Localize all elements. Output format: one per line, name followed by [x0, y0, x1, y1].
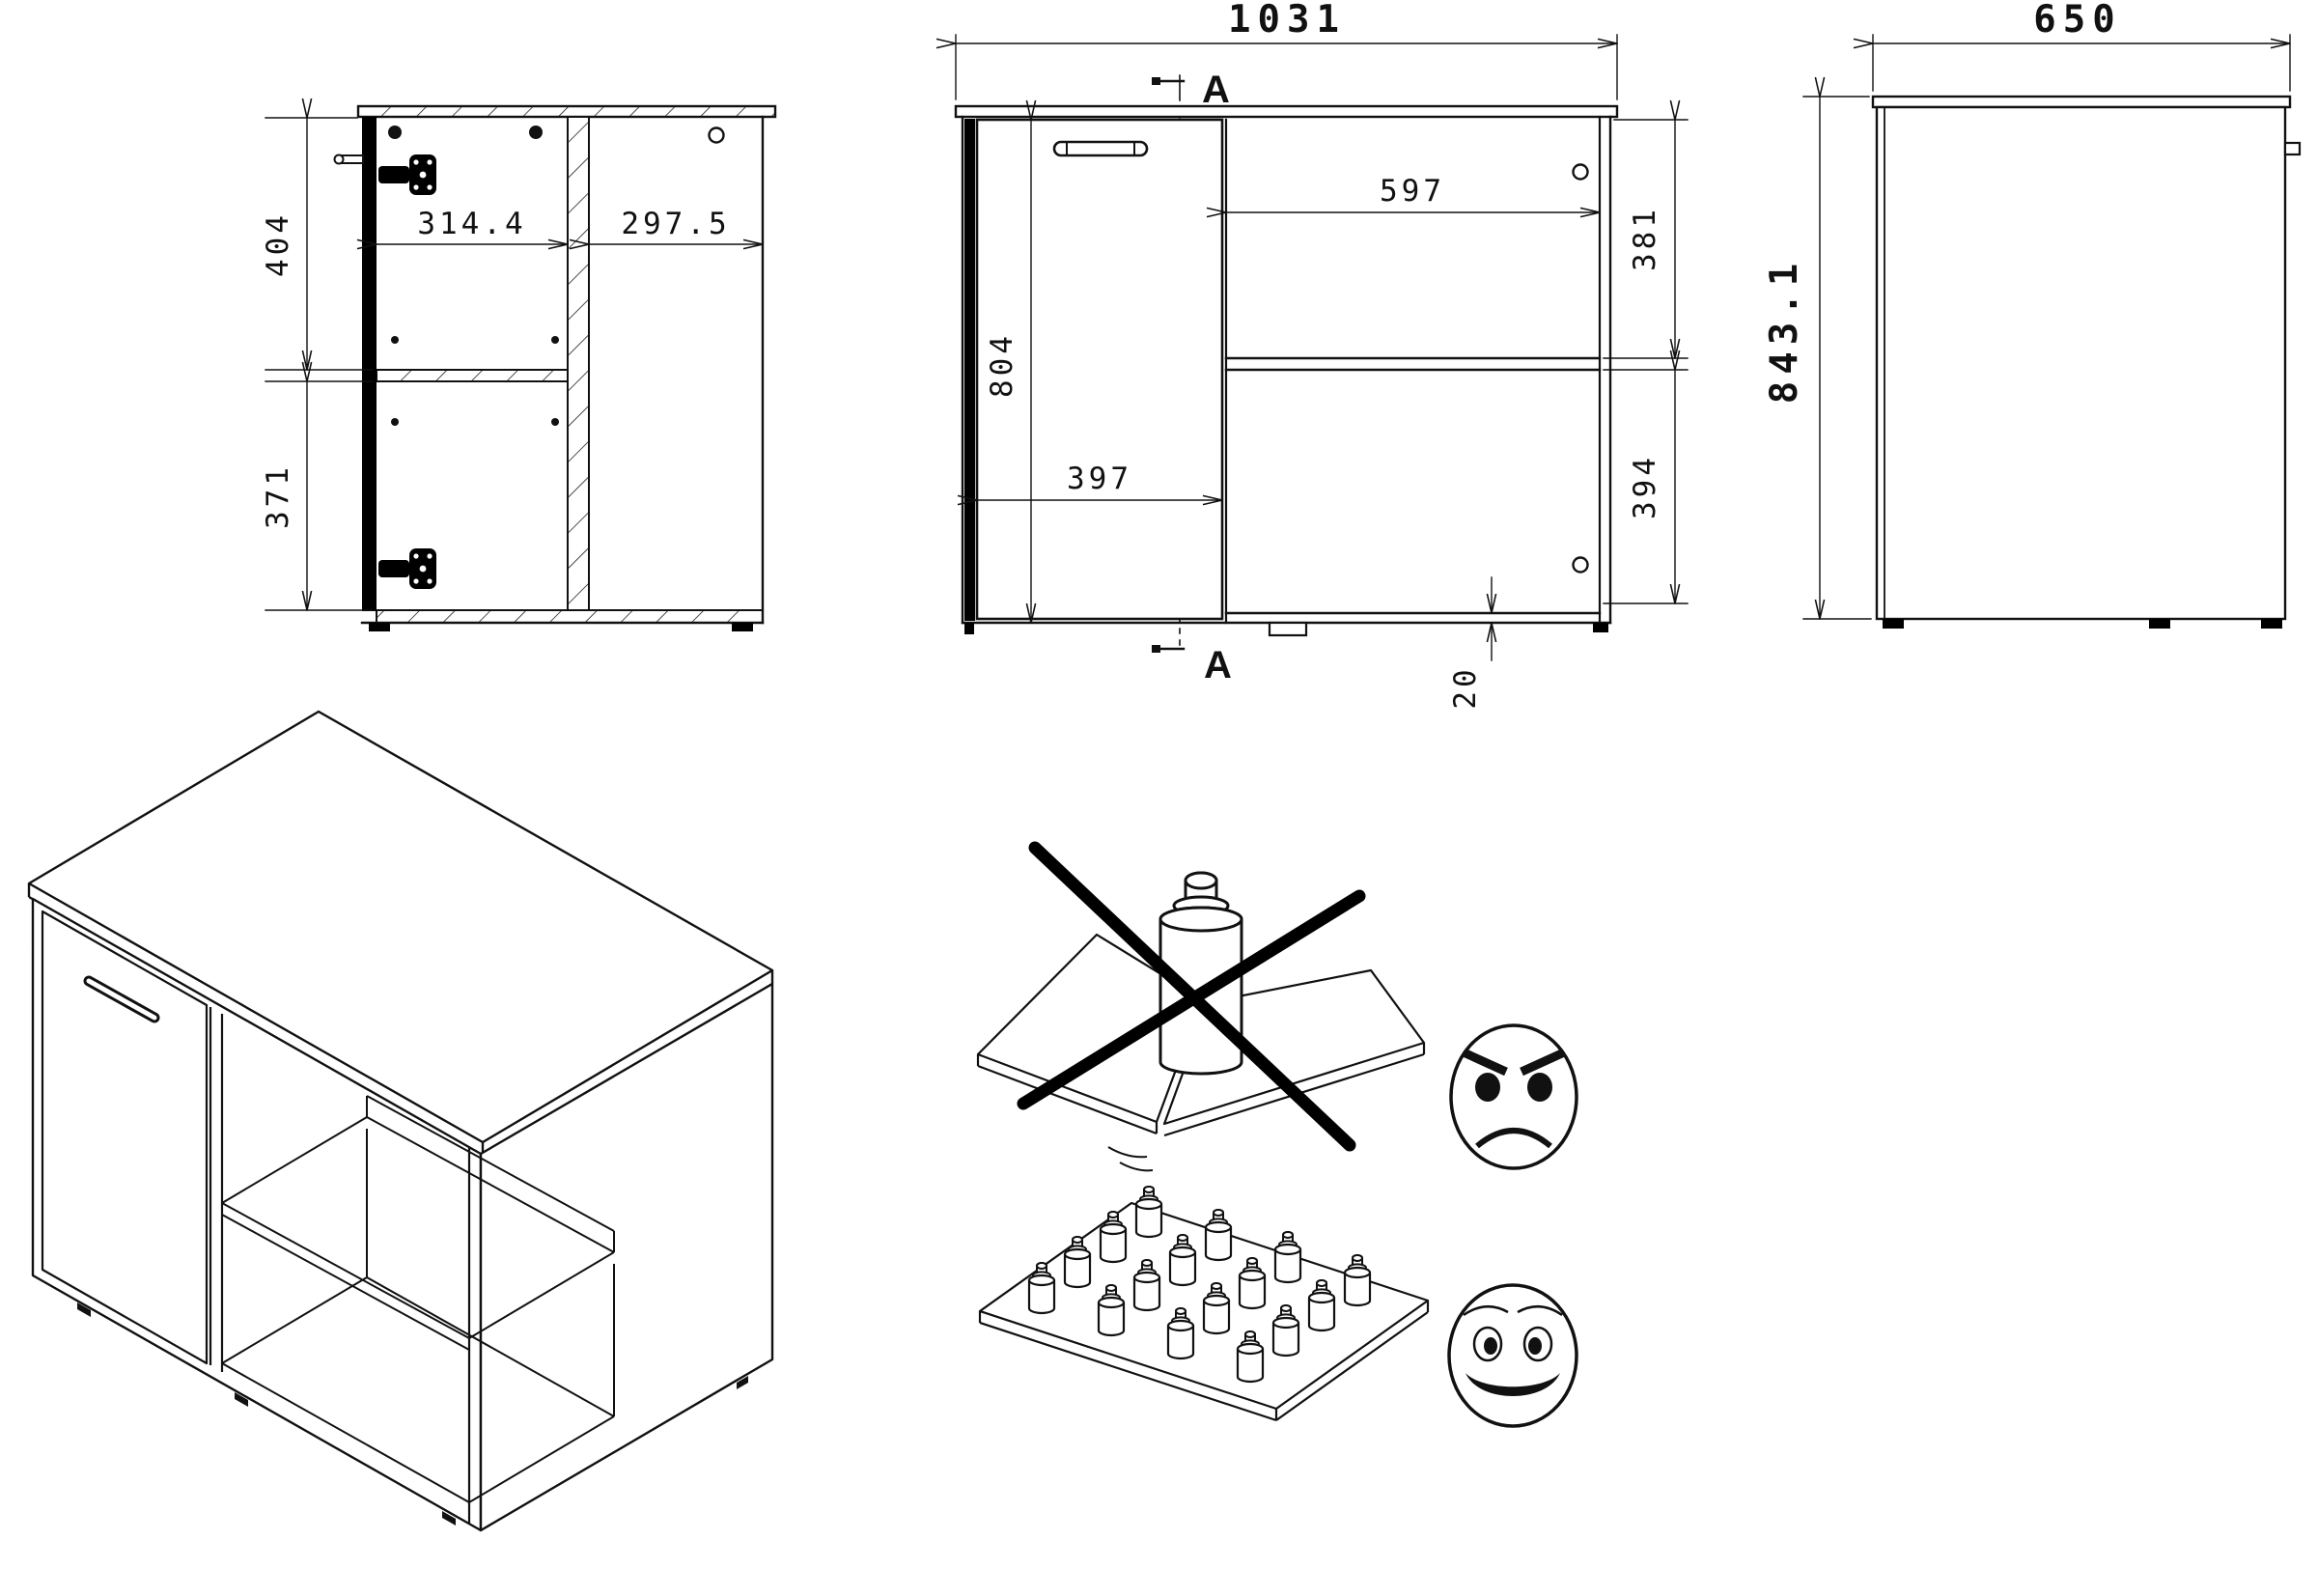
top-panel-side [1871, 95, 2292, 109]
dim-total-height: 843.1 [1763, 257, 1806, 404]
dim-lower-height: 371 [261, 463, 295, 529]
foot [369, 623, 390, 631]
hinge-bottom-icon [378, 548, 436, 589]
dim-door-width: 397 [1067, 462, 1132, 496]
fitting-hole-icon [708, 126, 725, 144]
shelf-section [376, 369, 569, 382]
door-handle-icon [1052, 140, 1149, 157]
interior-bottom-iso [221, 1129, 615, 1503]
door-front [975, 118, 1224, 621]
section-view: 404 371 314.4 297.5 [261, 98, 777, 631]
section-marker-bottom: A [1204, 644, 1232, 686]
dim-upper-height: 404 [261, 211, 295, 277]
angry-face-icon [1449, 1023, 1578, 1170]
fitting-hole-icon [1572, 556, 1589, 574]
dim-total-depth: 650 [2033, 0, 2121, 42]
foot [964, 623, 974, 634]
dimension-lines [265, 98, 764, 611]
handle-side-icon [2283, 141, 2302, 156]
dim-bottom-gap: 20 [1448, 665, 1483, 709]
section-marker-top: A [1202, 69, 1230, 111]
foot [2149, 619, 2170, 629]
door-handle-iso-icon [83, 975, 160, 1023]
partition-section [567, 116, 590, 611]
bottom-panel-section [376, 609, 764, 624]
front-view: 1031 A A [935, 0, 1689, 710]
isometric-view [27, 710, 774, 1532]
top-panel-section [356, 104, 777, 119]
dim-door-height: 804 [985, 332, 1019, 398]
dim-upper-compartment: 381 [1628, 206, 1662, 271]
door-pin-cap-icon [333, 154, 345, 165]
warning-pictogram-bad [976, 841, 1578, 1172]
side-panel-face [1875, 105, 2287, 621]
door-iso [41, 910, 209, 1365]
side-view: 650 843.1 [1763, 0, 2302, 629]
feet-iso [77, 1302, 748, 1526]
foot [1883, 619, 1904, 629]
dim-lower-compartment: 394 [1628, 454, 1662, 519]
foot [732, 623, 753, 631]
foot [1593, 623, 1608, 632]
fitting-hole-icon [1572, 163, 1589, 181]
dim-depth-back: 297.5 [621, 207, 730, 241]
dim-total-width: 1031 [1228, 0, 1346, 42]
foot [2261, 619, 2282, 629]
top-panel [954, 104, 1619, 119]
pictogram-good [978, 1185, 1578, 1428]
center-glide [1268, 621, 1308, 637]
smiley-face-icon [1447, 1283, 1578, 1428]
door-section [362, 117, 377, 611]
hinge-top-icon [378, 154, 436, 195]
dim-depth-front: 314.4 [417, 207, 526, 241]
cross-out-icon [1017, 841, 1366, 1152]
left-side-panel [964, 119, 975, 621]
dim-shelf-width: 597 [1380, 174, 1445, 209]
shelf-iso [221, 1095, 615, 1351]
